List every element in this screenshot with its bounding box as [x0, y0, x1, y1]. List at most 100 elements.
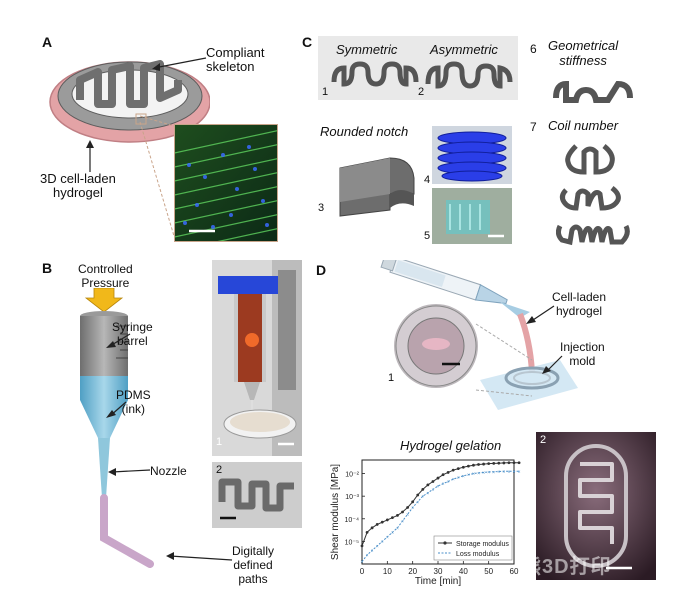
loss-point: ×: [462, 474, 465, 480]
cell-laden-arrow: [526, 305, 555, 324]
storage-point: [396, 513, 399, 517]
design-3-num: 3: [318, 202, 325, 214]
y-tick-label: 10⁻³: [345, 494, 359, 501]
storage-point: [512, 461, 516, 465]
panel-d-label: D: [316, 262, 327, 278]
legend-loss-modulus: Loss modulus: [456, 551, 500, 558]
storage-point: [360, 544, 364, 548]
loss-point: ×: [497, 470, 500, 476]
zoom-lines: [135, 113, 175, 237]
loss-point: ×: [447, 479, 450, 485]
storage-point: [401, 510, 404, 514]
series-line-storage: [361, 462, 520, 547]
loss-point: ×: [416, 500, 419, 506]
watermark-text: 极熊3D打印: [536, 556, 612, 578]
loss-point: ×: [391, 530, 394, 536]
pdms-ink-label: PDMS (ink): [116, 388, 151, 416]
x-tick-label: 60: [510, 567, 519, 576]
loss-point: ×: [376, 544, 379, 550]
dish-zoom-lines: [475, 323, 533, 397]
loss-point: ×: [442, 482, 445, 488]
design-2-num: 2: [418, 86, 425, 98]
injection-mold-arrow: [542, 355, 563, 374]
storage-point: [456, 467, 460, 470]
loss-point: ×: [472, 472, 475, 478]
loss-point: ×: [457, 475, 460, 481]
mold-photo-num: 2: [540, 434, 547, 446]
controlled-pressure-label: Controlled Pressure: [78, 262, 133, 290]
chart-y-axis-label: Shear modulus [MPa]: [330, 464, 341, 560]
storage-point: [517, 461, 521, 465]
loss-point: ×: [401, 519, 404, 525]
loss-point: ×: [396, 526, 399, 532]
storage-point: [472, 463, 475, 467]
panel-a-label: A: [42, 34, 53, 50]
loss-point: ×: [386, 535, 389, 541]
rounded-notch-figure: [339, 157, 415, 217]
loss-point: ×: [421, 494, 424, 500]
x-tick-label: 20: [408, 567, 417, 576]
storage-point: [431, 480, 435, 483]
legend-storage-modulus: Storage modulus: [456, 541, 509, 548]
design-6-num: 6: [530, 42, 537, 56]
loss-point: ×: [431, 487, 434, 493]
injection-mold-label: Injection mold: [560, 340, 605, 368]
compliant-skeleton-arrow: [152, 57, 207, 71]
series-line-loss: [361, 470, 520, 563]
loss-point: ×: [492, 470, 495, 476]
x-tick-label: 30: [434, 567, 443, 576]
design-7-num: 7: [530, 120, 537, 134]
coil-number-label: Coil number: [548, 118, 619, 133]
storage-point: [421, 487, 425, 491]
storage-point: [391, 516, 394, 520]
asymmetric-label: Asymmetric: [430, 42, 498, 57]
loss-point: ×: [406, 512, 409, 518]
loss-point: ×: [411, 505, 414, 511]
loss-point: ×: [381, 539, 384, 545]
loss-point: ×: [487, 470, 490, 476]
petri-dish-photo: [394, 304, 478, 388]
compliant-skeleton-label: Compliant skeleton: [206, 45, 265, 74]
teal-coil-photo: [432, 188, 512, 244]
loss-point: ×: [366, 553, 369, 559]
chart-legend: Storage modulus Loss modulus: [433, 535, 513, 561]
storage-point: [477, 463, 480, 466]
storage-point: [461, 465, 465, 469]
loss-point: ×: [513, 469, 516, 475]
nozzle-label: Nozzle: [150, 464, 187, 478]
x-tick-label: 10: [383, 567, 392, 576]
design-4-num: 4: [424, 174, 431, 186]
loss-point: ×: [467, 473, 470, 479]
loss-point: ×: [477, 471, 480, 477]
x-tick-label: 40: [459, 567, 468, 576]
storage-point: [426, 483, 430, 487]
loss-point: ×: [371, 548, 374, 554]
storage-point: [411, 500, 415, 504]
chart-x-axis-label: Time [min]: [415, 576, 462, 587]
loss-point: ×: [361, 560, 364, 566]
storage-point: [482, 462, 485, 466]
x-tick-label: 0: [360, 567, 365, 576]
storage-point: [467, 464, 470, 468]
design-1-num: 1: [322, 86, 329, 98]
compliant-skeleton-figure: [49, 60, 210, 143]
asymmetric-spring-figure: [425, 61, 513, 89]
stiffness-spring-figure: [553, 80, 633, 103]
chart-title: Hydrogel gelation: [400, 438, 502, 453]
storage-point: [375, 523, 379, 526]
loss-point: ×: [507, 469, 510, 475]
storage-point: [507, 461, 511, 465]
y-tick-label: 10⁻²: [345, 472, 359, 479]
loss-point: ×: [502, 469, 505, 475]
paths-arrow: [166, 552, 233, 561]
coil-number-figures: [556, 144, 630, 246]
storage-point: [406, 506, 409, 509]
design-5-num: 5: [424, 230, 431, 242]
storage-point: [497, 461, 501, 465]
symmetric-label: Symmetric: [336, 42, 398, 57]
loss-point: ×: [437, 484, 440, 490]
storage-point: [441, 473, 445, 477]
storage-point: [365, 530, 369, 534]
nozzle-arrow: [108, 468, 151, 476]
storage-point: [502, 461, 506, 465]
